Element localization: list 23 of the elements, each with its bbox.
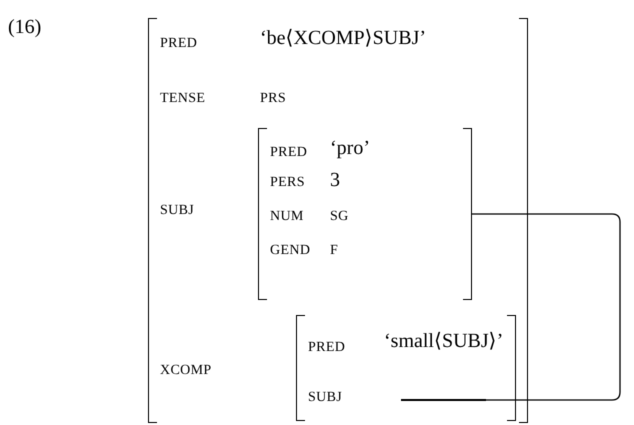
attribute-name: PRED [308, 339, 346, 356]
attribute-value: 3 [330, 168, 340, 193]
attribute-name: PRED [160, 35, 198, 52]
attribute-name: SUBJ [308, 389, 342, 406]
attribute-name: GEND [270, 242, 310, 260]
attribute-value: ‘be⟨XCOMP⟩SUBJ’ [260, 26, 426, 51]
attribute-value-matrix [296, 315, 516, 421]
attribute-name: TENSE [160, 90, 206, 108]
attribute-name: NUM [270, 208, 304, 226]
attribute-value-matrix [148, 18, 528, 423]
attribute-value: ‘small⟨SUBJ⟩’ [384, 329, 504, 354]
example-number: (16) [8, 15, 42, 40]
attribute-name: SUBJ [160, 202, 194, 220]
attribute-name: PRED [270, 144, 308, 162]
attribute-value-matrix [258, 128, 472, 300]
attribute-name: XCOMP [160, 362, 212, 380]
attribute-name: PERS [270, 174, 305, 192]
attribute-name: SG [330, 208, 349, 226]
attribute-value: ‘pro’ [330, 136, 370, 161]
attribute-name: PRS [260, 90, 286, 108]
value-line [401, 399, 486, 401]
attribute-name: F [330, 242, 338, 260]
structure-sharing-line [472, 213, 621, 401]
